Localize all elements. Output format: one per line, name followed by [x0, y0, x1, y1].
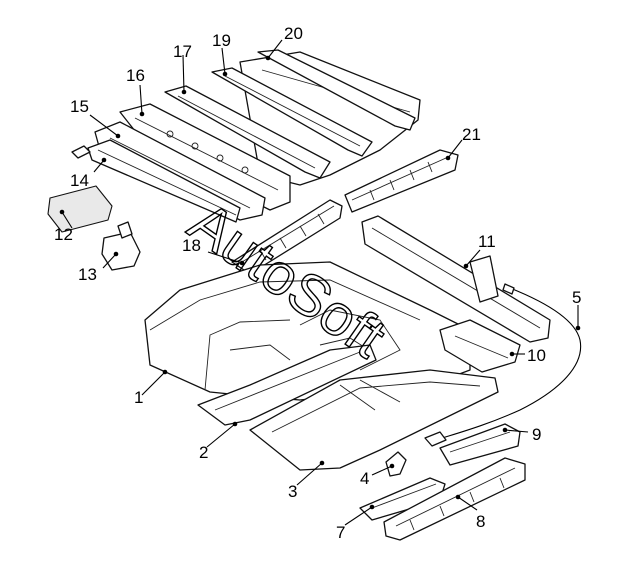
leader-lines — [61, 39, 579, 526]
windshield-header-14 — [87, 139, 241, 223]
callout-1: 1 — [134, 388, 143, 407]
callout-21: 21 — [462, 125, 481, 144]
small-clip — [71, 145, 91, 159]
callout-10: 10 — [527, 346, 546, 365]
callout-4: 4 — [360, 469, 369, 488]
callout-13: 13 — [78, 265, 97, 284]
callout-16: 16 — [126, 66, 145, 85]
callout-19: 19 — [212, 31, 231, 50]
callout-8: 8 — [476, 512, 485, 531]
sun-visor-12 — [47, 185, 113, 233]
side-member-2 — [197, 344, 377, 426]
rear-crossmember-11 — [361, 215, 551, 343]
callout-14: 14 — [70, 171, 89, 190]
roof-bow-20 — [257, 49, 416, 131]
rear-floor-pan-3 — [249, 369, 499, 471]
parking-brake-cable-5 — [429, 283, 582, 443]
callout-17: 17 — [173, 42, 192, 61]
callout-9: 9 — [532, 425, 541, 444]
rear-view-mirror-13 — [101, 221, 141, 271]
callout-5: 5 — [572, 288, 581, 307]
rocker-panel-8 — [383, 457, 526, 541]
roof-bow-17 — [164, 85, 331, 179]
callout-15: 15 — [70, 97, 89, 116]
front-floor-pan-1 — [144, 261, 471, 401]
leader-dots — [59, 55, 581, 510]
callout-3: 3 — [288, 482, 297, 501]
callout-20: 20 — [284, 24, 303, 43]
callout-labels: 1 2 3 4 5 7 8 9 10 11 12 13 14 15 16 17 … — [54, 24, 581, 542]
sill-panel-9 — [439, 423, 521, 466]
roof-side-rail-21 — [344, 149, 459, 213]
callout-7: 7 — [336, 523, 345, 542]
callout-12: 12 — [54, 225, 73, 244]
callout-11: 11 — [478, 232, 496, 251]
bracket-4 — [385, 431, 447, 477]
tunnel-reinforcement-10 — [439, 319, 521, 373]
callout-18: 18 — [182, 236, 201, 255]
roof-bow-19 — [211, 67, 373, 157]
callout-2: 2 — [199, 443, 208, 462]
